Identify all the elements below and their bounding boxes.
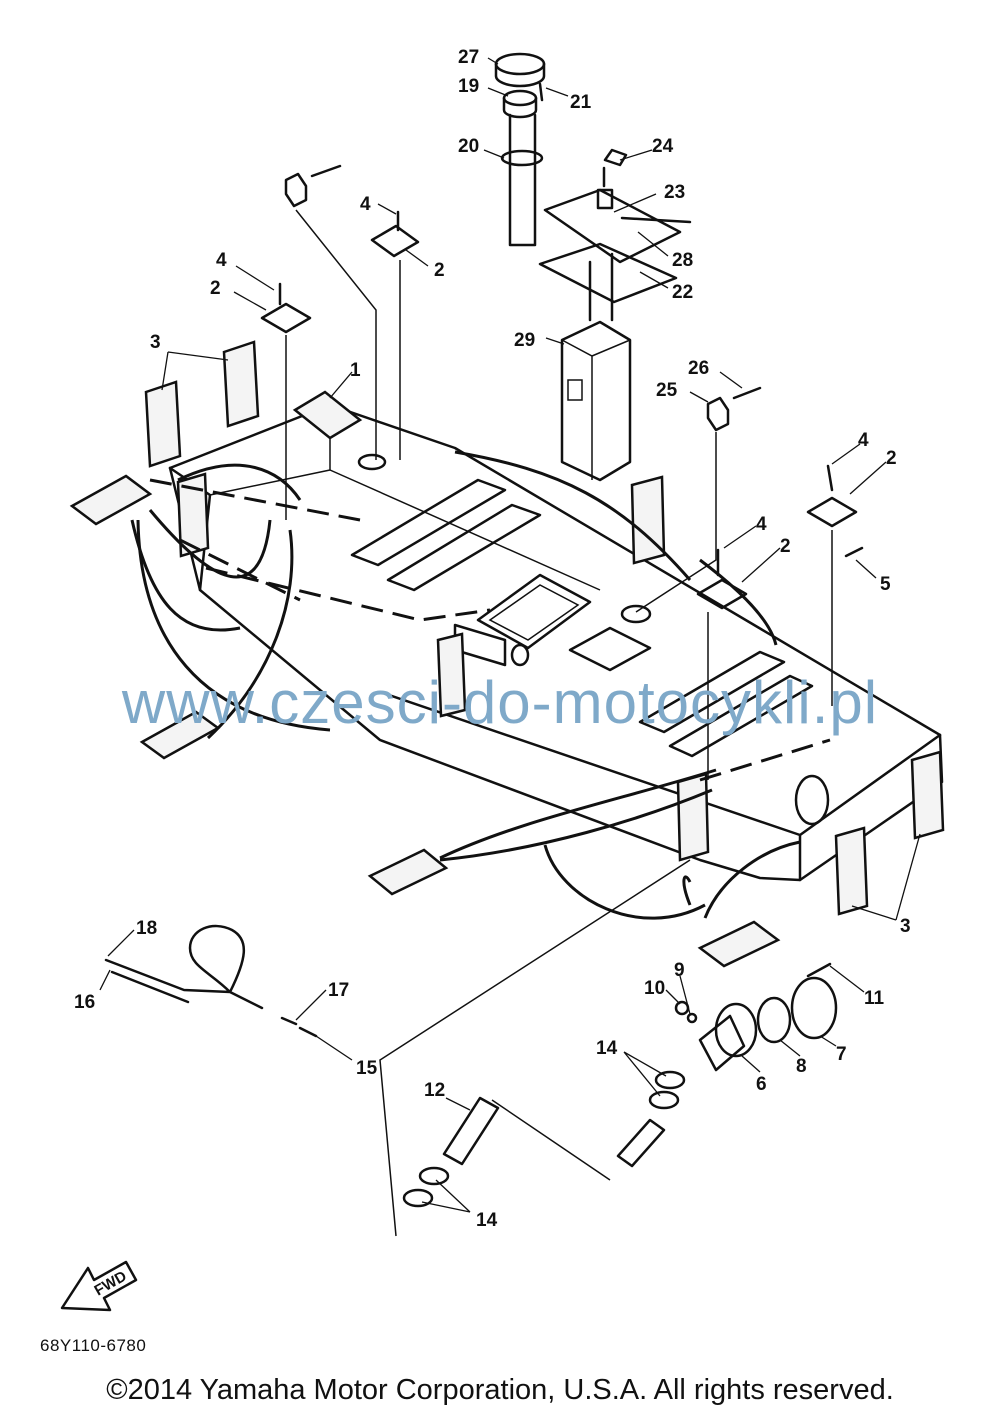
watermark-url: www.czesci-do-motocykli.pl <box>121 669 879 736</box>
part-5 <box>844 546 864 558</box>
part-sensor-left <box>284 172 308 208</box>
callout-2-left: 2 <box>210 278 221 299</box>
part-20 <box>500 149 544 167</box>
callout-23: 23 <box>664 182 685 203</box>
callout-leaders <box>99 57 921 1213</box>
pad-bottom <box>676 772 710 862</box>
part-11-screw <box>806 962 832 978</box>
callout-10: 10 <box>644 978 665 999</box>
callout-4-left: 4 <box>216 250 227 271</box>
callout-5: 5 <box>880 574 891 595</box>
callout-28: 28 <box>672 250 693 271</box>
part-6-flange <box>714 1002 758 1058</box>
callout-22: 22 <box>672 282 693 303</box>
callout-4-top: 4 <box>360 194 371 215</box>
callout-8: 8 <box>796 1056 807 1077</box>
callout-2-top: 2 <box>434 260 445 281</box>
pad-3b <box>222 340 260 428</box>
right-side-parts <box>635 386 864 780</box>
callout-11: 11 <box>864 988 885 1009</box>
clamp-14d <box>648 1090 680 1110</box>
bracket-2-right <box>696 578 748 610</box>
callout-14-right: 14 <box>596 1038 618 1059</box>
callout-1: 1 <box>350 360 361 381</box>
callout-26: 26 <box>688 358 709 379</box>
pads <box>69 340 945 968</box>
pad-3a <box>144 380 182 468</box>
pad-3c <box>834 826 869 916</box>
part-6-elbow <box>698 1014 746 1072</box>
assembly-arrows <box>130 450 801 920</box>
callout-24: 24 <box>652 136 674 157</box>
callout-19: 19 <box>458 76 479 97</box>
callout-18: 18 <box>136 918 157 939</box>
callout-29: 29 <box>514 330 535 351</box>
bottom-parts <box>104 859 838 1237</box>
callout-3-right: 3 <box>900 916 911 937</box>
callout-20: 20 <box>458 136 479 157</box>
clamp-14b <box>402 1188 434 1208</box>
part-27 <box>494 52 546 76</box>
upper-left-parts <box>260 164 420 520</box>
pad-bottom-2 <box>367 848 449 896</box>
part-13-hose <box>616 1118 666 1168</box>
callout-7: 7 <box>836 1044 847 1065</box>
callout-17: 17 <box>328 980 349 1001</box>
callout-3-left: 3 <box>150 332 161 353</box>
pad-3d <box>910 750 945 840</box>
bracket-2-top <box>370 224 420 258</box>
pad-1 <box>292 390 363 440</box>
callout-4-right: 4 <box>756 514 767 535</box>
copyright-notice: ©2014 Yamaha Motor Corporation, U.S.A. A… <box>106 1374 894 1406</box>
part-10 <box>674 1000 690 1016</box>
part-9 <box>686 1012 698 1024</box>
pad-mid <box>436 632 467 718</box>
callout-9: 9 <box>674 960 685 981</box>
part-23 <box>620 216 692 224</box>
callout-12: 12 <box>424 1080 445 1101</box>
callout-15: 15 <box>356 1058 378 1079</box>
pad-left-1 <box>69 474 153 526</box>
part-24 <box>603 148 628 167</box>
pad-bottom-3 <box>697 920 781 968</box>
assembly-dash-lines <box>149 478 831 782</box>
callout-2-right: 2 <box>780 536 791 557</box>
callout-2-far-right: 2 <box>886 448 897 469</box>
part-8-gasket <box>756 996 792 1044</box>
part-17-15 <box>280 1016 318 1038</box>
part-19 <box>502 89 538 107</box>
callout-6: 6 <box>756 1074 767 1095</box>
tank-body <box>168 403 944 882</box>
diagram-code: 68Y110-6780 <box>40 1336 147 1355</box>
part-16-handle <box>104 924 264 1010</box>
part-29-case <box>560 320 632 482</box>
callout-labels: 27 19 21 20 24 23 28 22 29 4 2 4 2 3 1 2… <box>74 47 911 1231</box>
part-7-cap <box>790 976 838 1040</box>
callout-4-far-right: 4 <box>858 430 869 451</box>
sending-unit-assembly <box>494 52 692 482</box>
fwd-arrow-icon: FWD <box>60 1260 138 1312</box>
part-12-hose <box>442 1096 500 1166</box>
clamp-14c <box>654 1070 686 1090</box>
part-25 <box>706 396 730 432</box>
bracket-2-far-right <box>806 496 858 528</box>
callout-21: 21 <box>570 92 592 113</box>
callout-14-left: 14 <box>476 1210 498 1231</box>
clamp-14a <box>418 1166 450 1186</box>
callout-27: 27 <box>458 47 479 68</box>
bracket-2-left <box>260 302 312 334</box>
pad-right-1 <box>630 475 666 565</box>
part-26 <box>732 386 762 400</box>
pad-left-2 <box>176 472 210 558</box>
callout-25: 25 <box>656 380 678 401</box>
callout-16: 16 <box>74 992 95 1013</box>
